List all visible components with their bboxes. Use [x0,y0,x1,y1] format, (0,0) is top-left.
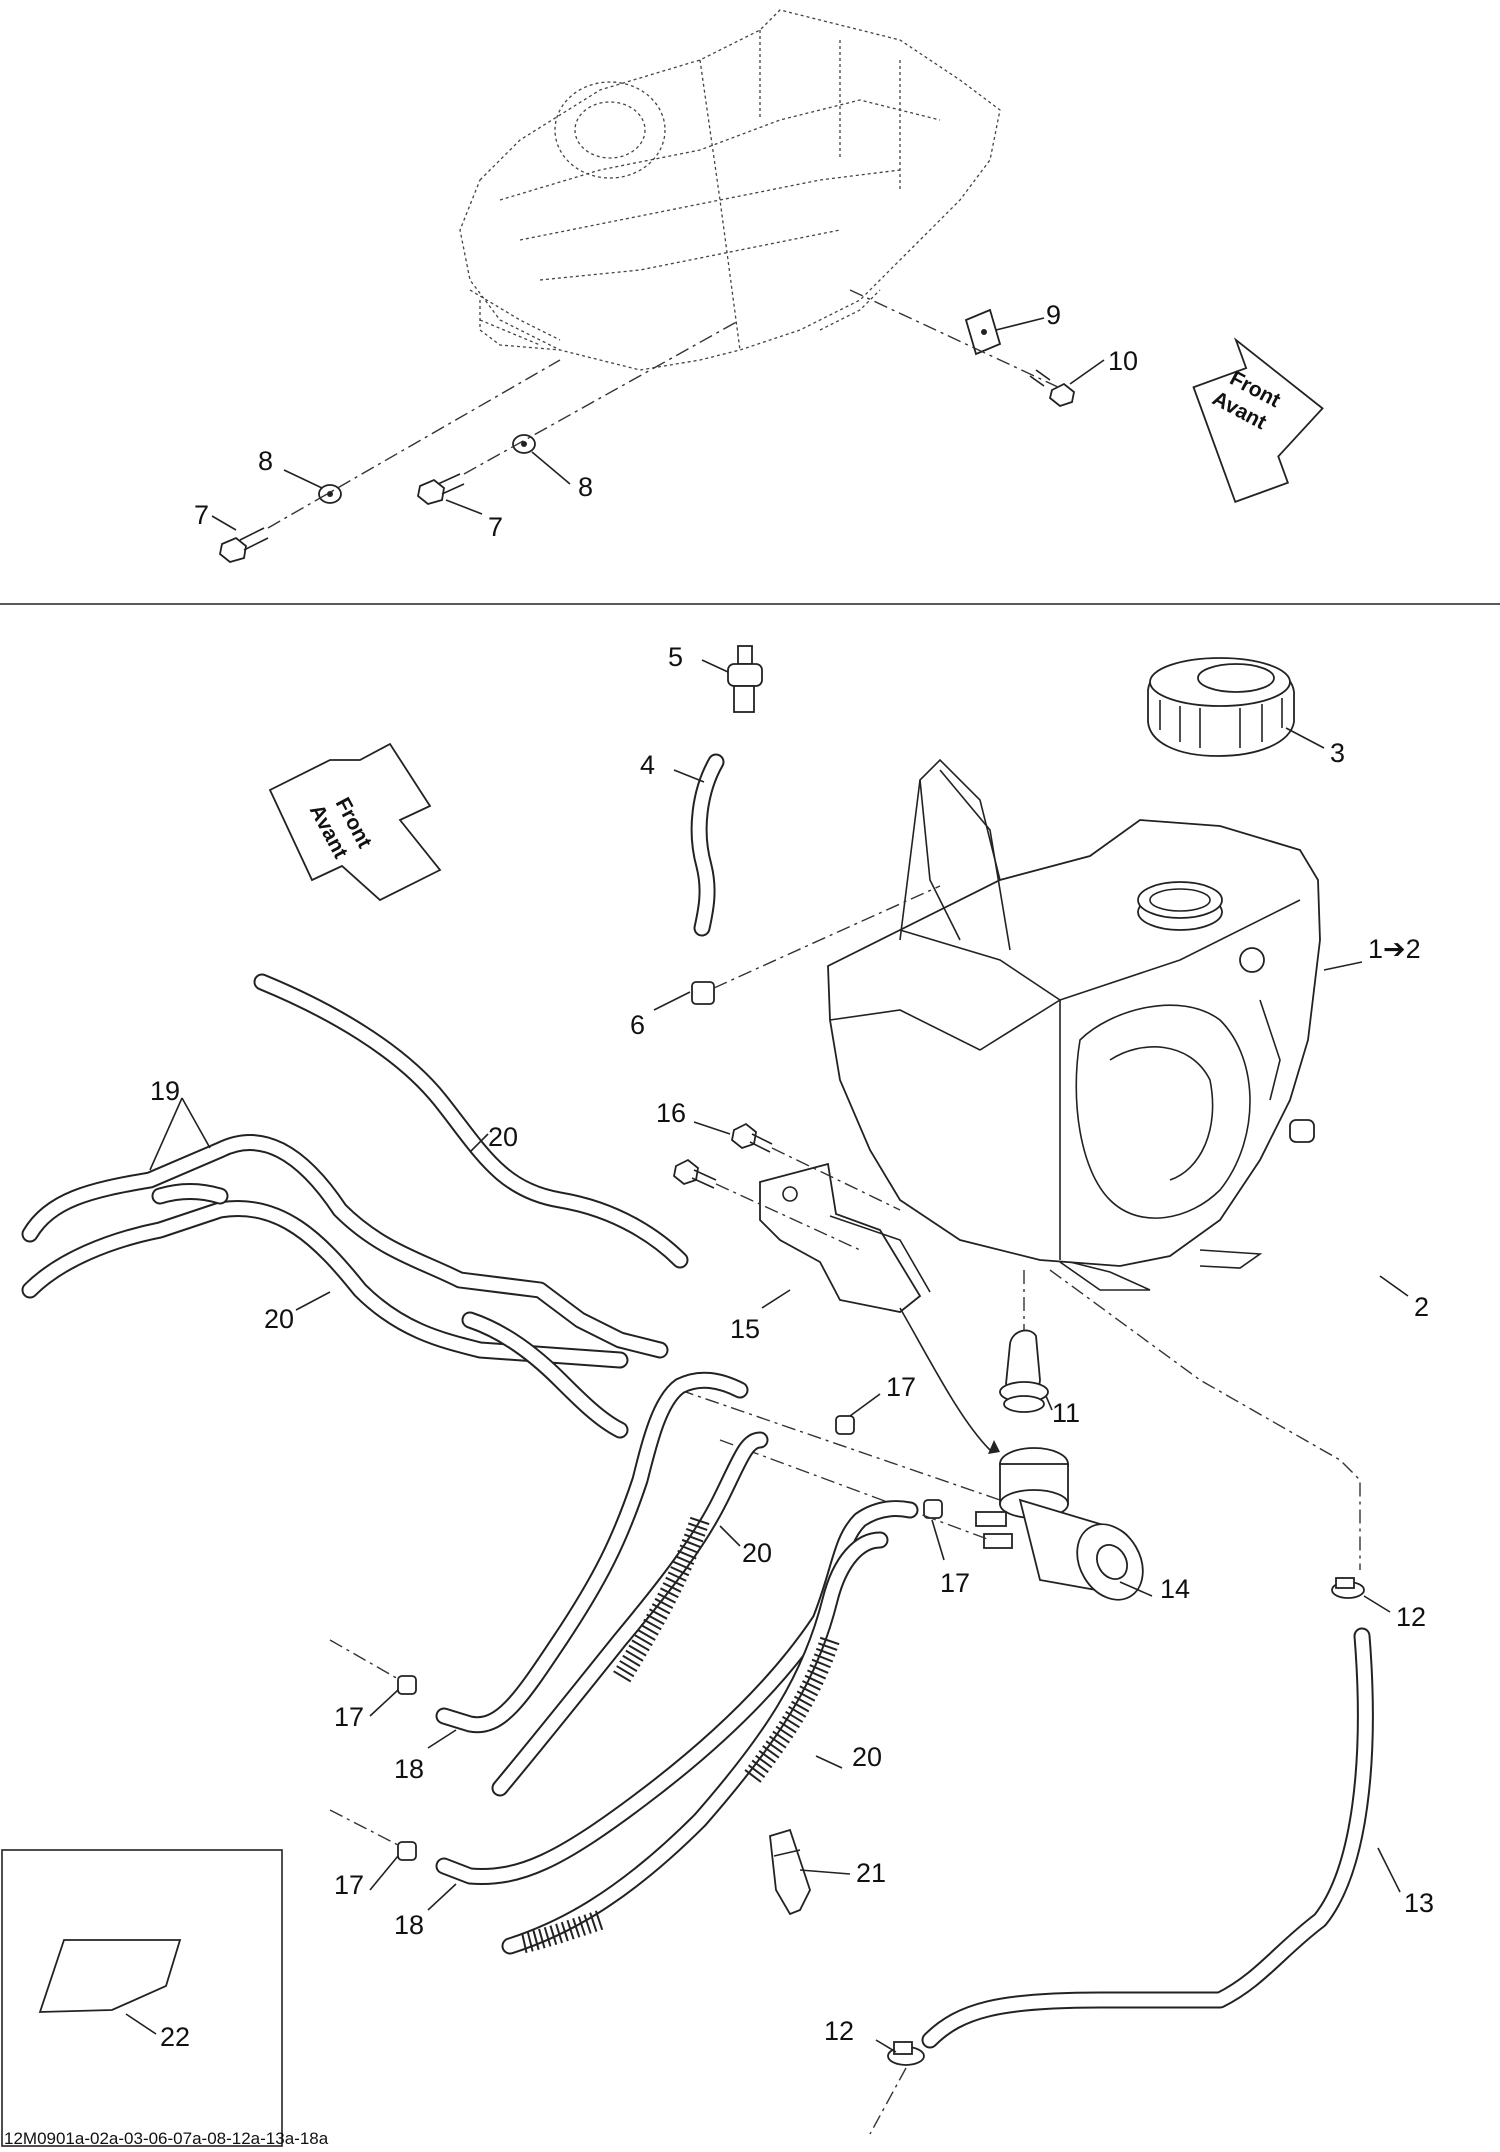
bracket [759,1162,931,1313]
callout-18-upper: 18 [394,1754,424,1784]
pump-alignment-line-2 [719,1439,991,1541]
lower-alignment-1 [329,1639,401,1681]
callout-22: 22 [160,2022,190,2052]
callout-16: 16 [656,1098,686,1128]
front-arrow-left: Front Avant [268,742,442,902]
return-hose [921,1627,1374,2049]
callout-8-left: 8 [258,446,273,476]
callout-20-mid: 20 [742,1538,772,1568]
callout-5: 5 [668,642,683,672]
vent-nut [691,981,715,1005]
bottom-leaders [125,659,1409,2053]
fuel-pump [975,1447,1144,1601]
pump-alignment-line-1 [679,1389,1001,1501]
callout-12-upper: 12 [1396,1602,1426,1632]
return-alignment-line [1049,1269,1361,1570]
front-arrow-top: Front Avant [1192,337,1324,504]
callout-20-left: 20 [264,1304,294,1334]
callout-18-lower: 18 [394,1910,424,1940]
lower-clamp-alignment [869,2067,907,2135]
check-valve-fitting [727,645,763,713]
fuel-lines-left [21,973,689,1439]
fuel-tank [827,758,1321,1291]
nut-upper-right [923,1499,943,1519]
callout-10: 10 [1108,346,1138,376]
screw [1048,382,1075,408]
callout-6: 6 [630,1010,645,1040]
hose-clamp-upper [1331,1577,1365,1599]
callout-9: 9 [1046,300,1061,330]
callout-13: 13 [1404,1888,1434,1918]
callout-2: 2 [1414,1292,1429,1322]
in-line-filter [769,1828,811,1916]
inset-box [1,1849,283,2147]
callout-1-to-2: 1➔2 [1368,934,1421,964]
callout-21: 21 [856,1858,886,1888]
lower-alignment-2 [329,1809,401,1847]
pump-grommet [999,1329,1049,1413]
bolt-left [219,536,247,563]
top-hardware [219,308,1075,563]
top-alignment-lines [267,289,1061,529]
fuel-lines-lower [435,1371,919,1955]
callout-20-lower: 20 [852,1742,882,1772]
bolt-right [417,478,445,505]
fuel-cap [1147,657,1295,757]
callout-4: 4 [640,750,655,780]
hose-clamp-lower [887,2041,925,2066]
callout-7-right: 7 [488,512,503,542]
callout-15: 15 [730,1314,760,1344]
nut-upper-left [835,1415,855,1435]
callout-11: 11 [1052,1398,1080,1428]
callout-17-lower-1: 17 [334,1702,364,1732]
vent-alignment-line [713,885,941,989]
nut-lower-2 [397,1841,417,1861]
callout-7-left: 7 [194,500,209,530]
callout-17-pump: 17 [940,1568,970,1598]
nut-lower-1 [397,1675,417,1695]
callout-17-upper: 17 [886,1372,916,1402]
callout-17-lower-2: 17 [334,1870,364,1900]
diagram-code: 12M0901a-02a-03-06-07a-08-12a-13a-18a [4,2129,329,2148]
callout-12-lower: 12 [824,2016,854,2046]
callout-20-top: 20 [488,1122,518,1152]
bracket-to-pump-arrow [899,1307,991,1451]
bracket-bolts [673,1122,901,1251]
vehicle-frame-illustration [459,9,1001,371]
callout-14: 14 [1160,1574,1190,1604]
callout-8-right: 8 [578,472,593,502]
callout-3: 3 [1330,738,1345,768]
top-leaders [211,317,1105,531]
vent-hose [690,753,725,937]
callout-19: 19 [150,1076,180,1106]
